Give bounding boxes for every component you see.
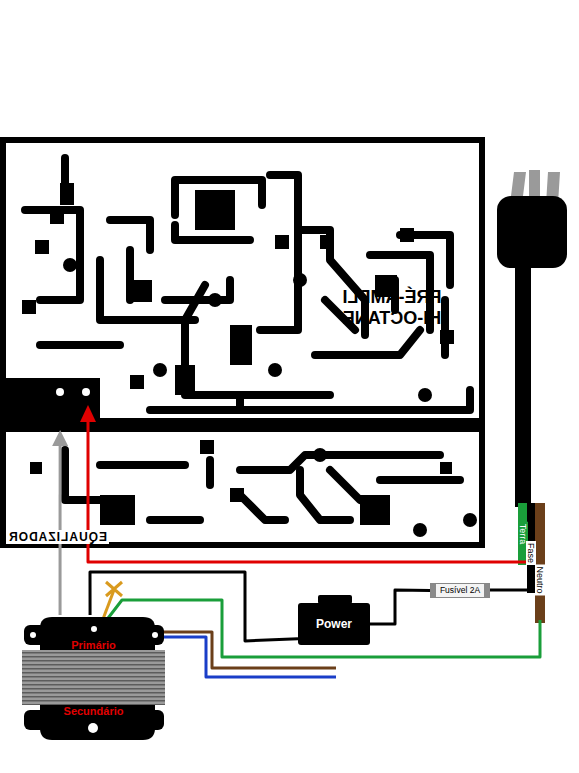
node-text: EQUALIZADOR: [6, 530, 109, 544]
green-wire: [102, 600, 540, 657]
board-outline: [3, 140, 482, 545]
pcb-traces: [25, 158, 470, 410]
power-switch: Power: [298, 603, 370, 645]
wire-line: [90, 572, 298, 641]
cut-mark: [106, 582, 122, 596]
node-text: Power: [298, 603, 370, 645]
neutral-wire: [535, 503, 545, 623]
equalizer-board: EQUALIZADOR: [0, 432, 485, 548]
transformer: PrimárioSecundário: [22, 615, 165, 740]
power-plug: [497, 170, 567, 507]
terminal-hole: [82, 388, 90, 396]
wire-connector: [52, 430, 68, 615]
connector-block: [0, 378, 100, 432]
wire-line: [370, 590, 430, 624]
wire-label: Fase: [526, 541, 536, 565]
wire-connector: [370, 590, 430, 624]
node-text: Fusível 2A: [431, 584, 489, 597]
terminal-hole: [56, 388, 64, 396]
fuse: Fusível 2A: [430, 583, 490, 598]
phase-to-fuse-wire: [490, 589, 531, 592]
node-text: Primário: [22, 639, 165, 652]
preamp-board: PRÉ-AMPLI HI-OCTANE: [0, 137, 485, 430]
red-wire: [88, 420, 530, 562]
wire-connector: [90, 572, 298, 641]
pcb-pads: [22, 183, 477, 537]
arrowhead: [52, 430, 68, 446]
transformer: [22, 617, 165, 740]
node-text: PRÉ-AMPLI HI-OCTANE: [333, 287, 451, 329]
phase-wire: [527, 503, 535, 593]
red-arrowhead: [80, 405, 96, 422]
node-text: Secundário: [22, 705, 165, 718]
wire-label: Neutro: [535, 564, 545, 595]
